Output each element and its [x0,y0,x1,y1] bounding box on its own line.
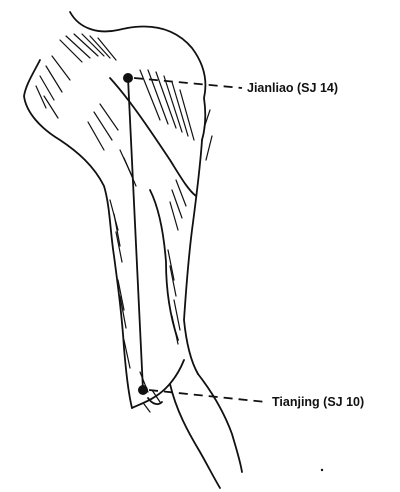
shoulder-top-contour [70,12,206,140]
jianliao-point-marker [123,73,133,83]
meridian-line [128,78,143,390]
tianjing-label: Tianjing (SJ 10) [272,395,364,409]
tianjing-point-marker [138,385,148,395]
forearm-contour-left [170,384,220,488]
muscle-divide-2 [150,190,178,340]
muscle-divide-1 [110,78,196,196]
forearm-contour-right [198,374,242,472]
elbow-contour [132,360,184,408]
jianliao-label: Jianliao (SJ 14) [247,81,338,95]
jianliao-leader-line [134,78,242,88]
arm-outer-contour [184,140,202,374]
ink-speck [321,469,323,471]
tianjing-leader-line [149,390,266,402]
